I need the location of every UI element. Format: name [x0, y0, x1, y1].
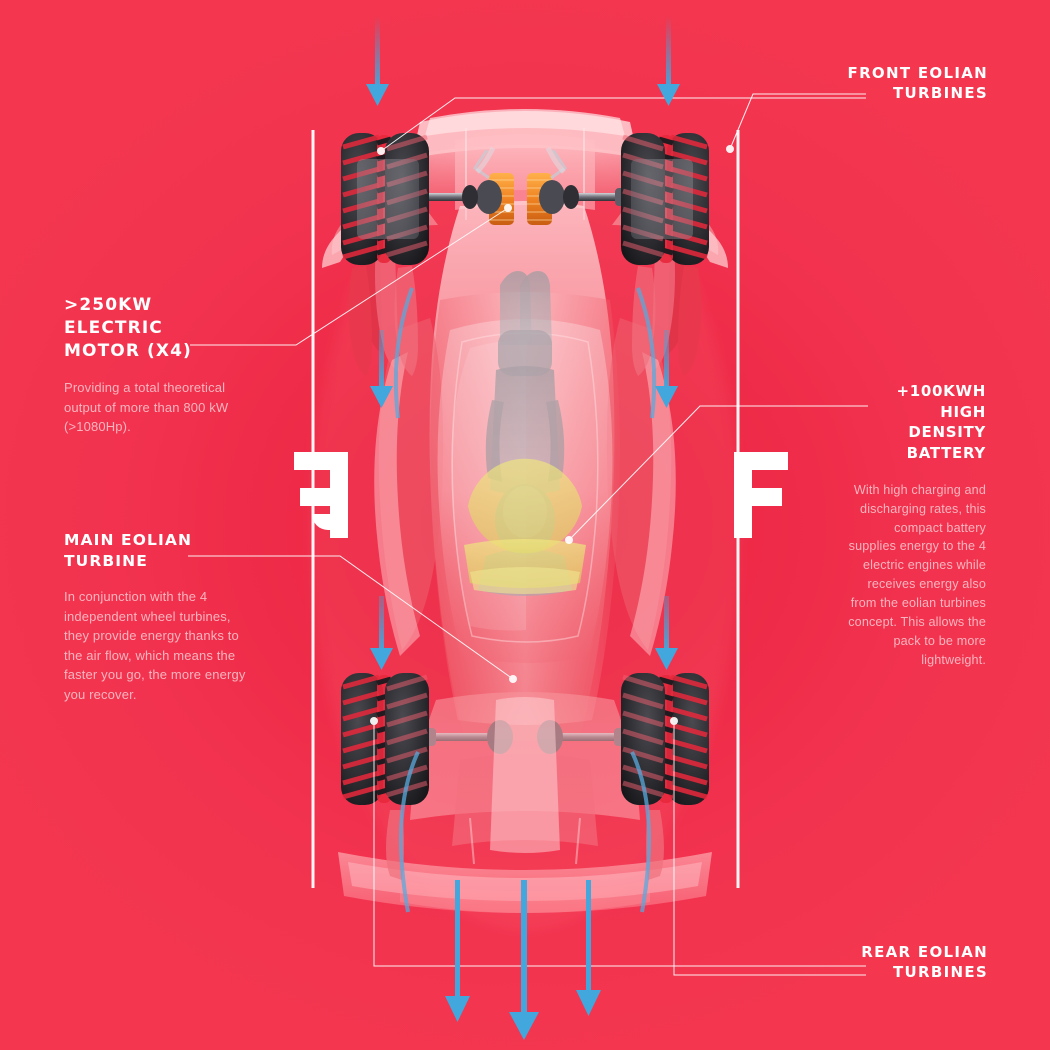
airflow-arrow-top-right — [657, 16, 680, 106]
title-line-3: MOTOR (X4) — [64, 341, 192, 362]
title-line-1: MAIN EOLIAN — [64, 531, 193, 549]
airflow-arrow-bottom-center — [509, 880, 539, 1040]
title-line-2: DENSITY BATTERY — [906, 423, 986, 463]
brand-mark-left — [294, 452, 348, 538]
front-wing — [402, 109, 648, 220]
title-line-1: FRONT EOLIAN — [847, 64, 988, 82]
callout-front-turbines-title: FRONT EOLIAN TURBINES — [846, 63, 988, 104]
title-line-2: ELECTRIC — [64, 318, 163, 339]
callout-electric-motor-body: Providing a total theoretical output of … — [64, 380, 229, 435]
callout-main-turbine-title: MAIN EOLIAN TURBINE — [64, 530, 254, 572]
brand-mark-right — [734, 451, 788, 538]
airflow-arrow-lower-left — [370, 596, 393, 670]
airflow-arrow-top-left — [366, 16, 389, 106]
airflow-arrow-bottom-right — [576, 880, 601, 1016]
title-line-2: TURBINES — [893, 84, 988, 103]
callout-main-turbine: MAIN EOLIAN TURBINE In conjunction with t… — [64, 530, 254, 704]
title-line-1: +100KWH HIGH — [896, 382, 986, 421]
title-line-2: TURBINES — [893, 963, 988, 982]
airflow-ducts — [393, 287, 657, 913]
callout-front-turbines: FRONT EOLIAN TURBINES — [846, 63, 988, 104]
front-right-wheel — [621, 133, 709, 376]
airflow-arrow-mid-right — [655, 330, 678, 408]
callout-rear-turbines: REAR EOLIAN TURBINES — [846, 942, 988, 983]
title-line-2: TURBINE — [64, 552, 148, 571]
title-line-1: >250KW — [64, 295, 153, 315]
callout-rear-turbines-title: REAR EOLIAN TURBINES — [846, 942, 988, 983]
airflow-arrow-mid-left — [370, 330, 393, 408]
callout-main-turbine-body: In conjunction with the 4 independent wh… — [64, 589, 246, 702]
title-line-1: REAR EOLIAN — [861, 943, 988, 961]
airflow-arrow-bottom-left — [445, 880, 470, 1022]
rear-left-wheel — [341, 673, 429, 880]
airflow-arrow-lower-right — [655, 596, 678, 670]
battery-pack — [464, 458, 586, 594]
callout-battery-body: With high charging and discharging rates… — [848, 482, 986, 667]
